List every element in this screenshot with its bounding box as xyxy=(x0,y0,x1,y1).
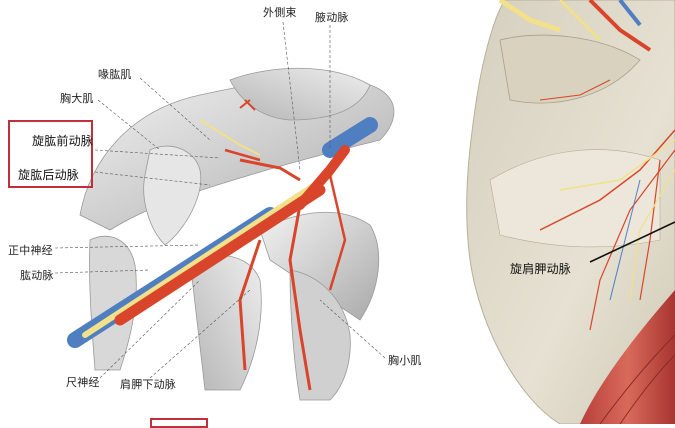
label-brachial-artery: 肱动脉 xyxy=(20,269,54,282)
label-posterior-circumflex-humeral: 旋肱后动脉 xyxy=(18,168,80,182)
label-median-nerve: 正中神经 xyxy=(8,244,53,257)
highlight-box-circumflex-humeral xyxy=(8,120,93,188)
label-subscapular-artery: 肩胛下动脉 xyxy=(120,378,176,391)
label-axillary-artery-top: 腋动脉 xyxy=(315,11,349,24)
label-pectoralis-minor: 胸小肌 xyxy=(388,354,422,367)
label-pectoralis-major: 胸大肌 xyxy=(60,92,94,105)
highlight-box-bottom xyxy=(150,418,208,428)
label-coracobrachialis: 喙肱肌 xyxy=(98,68,132,81)
label-ulnar-nerve: 尺神经 xyxy=(66,376,100,389)
label-circumflex-scapular: 旋肩胛动脉 xyxy=(510,262,572,276)
label-lateral-cord: 外側束 xyxy=(263,6,297,19)
label-anterior-circumflex-humeral: 旋肱前动脉 xyxy=(32,134,94,148)
left-vessels xyxy=(67,99,378,391)
leader-lines xyxy=(54,21,386,379)
right-panel-illustration xyxy=(466,0,675,425)
